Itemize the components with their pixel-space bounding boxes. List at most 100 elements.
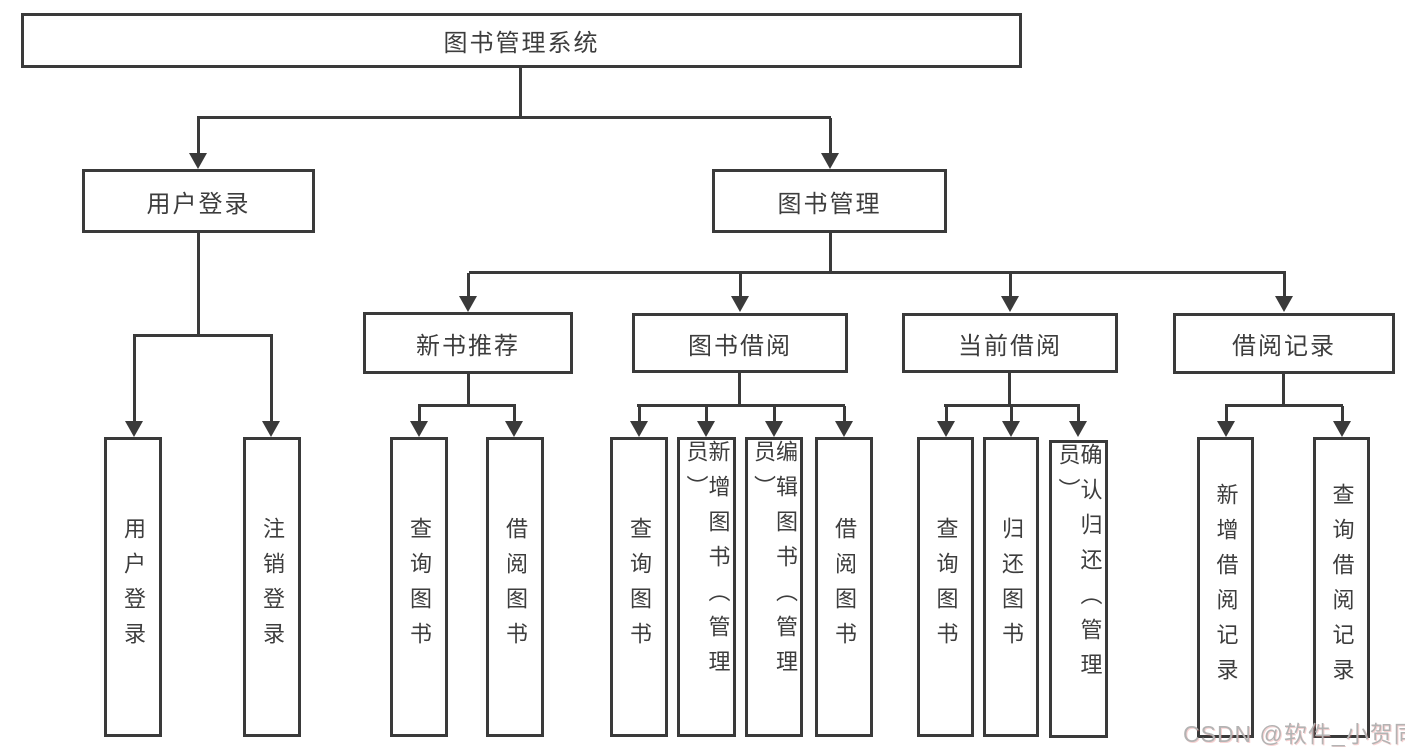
arrow-down: [835, 406, 853, 437]
arrow-head-icon: [1275, 296, 1293, 312]
arrow-shaft: [196, 118, 200, 153]
arrow-shaft: [1008, 273, 1012, 296]
leaf-query-books-recommend: 查询图书: [390, 437, 448, 737]
arrow-shaft: [1282, 273, 1286, 296]
arrow-shaft: [1009, 406, 1013, 421]
connector-book-borrow-stub: [738, 373, 741, 407]
watermark: CSDN @软件_小贺同学: [1183, 721, 1405, 747]
arrow-shaft: [842, 406, 846, 421]
leaf-label: 借阅图书: [503, 517, 528, 657]
arrow-shaft: [417, 406, 421, 421]
leaf-label: 新增借阅记录: [1213, 482, 1239, 693]
leaf-confirm-return-admin: 确认归还（管理员）: [1049, 440, 1108, 738]
node-library-system: 图书管理系统: [21, 13, 1022, 68]
arrow-head-icon: [1333, 421, 1351, 437]
arrow-shaft: [944, 406, 948, 421]
node-user-login: 用户登录: [82, 169, 315, 233]
arrow-shaft: [828, 118, 832, 153]
arrow-head-icon: [410, 421, 428, 437]
arrow-head-icon: [1002, 421, 1020, 437]
arrow-down: [189, 118, 207, 169]
connector-borrow-records-bus: [1225, 404, 1343, 407]
arrow-shaft: [1076, 406, 1080, 421]
connector-new-book-bus: [418, 404, 516, 407]
arrow-down: [697, 406, 715, 437]
leaf-label: 新增图书（管理员）: [683, 440, 731, 685]
node-book-management-label: 图书管理: [777, 190, 882, 218]
connector-user-login-bus: [133, 334, 273, 337]
arrow-down: [765, 406, 783, 437]
arrow-shaft: [132, 336, 136, 421]
arrow-down: [459, 273, 477, 312]
leaf-label: 编辑图书（管理员）: [751, 440, 798, 685]
node-library-system-label: 图书管理系统: [443, 30, 600, 57]
node-book-borrow-label: 图书借阅: [688, 332, 792, 360]
connector-book-management-stub: [829, 233, 832, 274]
arrow-head-icon: [189, 153, 207, 169]
connector-level2-bus: [197, 116, 831, 119]
node-book-borrow: 图书借阅: [632, 313, 848, 373]
node-borrow-records: 借阅记录: [1173, 313, 1395, 374]
leaf-label: 查询图书: [933, 517, 959, 657]
arrow-head-icon: [1217, 421, 1235, 437]
node-new-book-recommend: 新书推荐: [363, 312, 573, 374]
leaf-user-login: 用户登录: [104, 437, 162, 737]
arrow-shaft: [738, 273, 742, 296]
leaf-query-books-borrow: 查询图书: [610, 437, 668, 737]
arrow-down: [821, 118, 839, 169]
node-current-borrow: 当前借阅: [902, 313, 1118, 373]
connector-book-borrow-bus: [637, 404, 845, 407]
arrow-head-icon: [630, 421, 648, 437]
arrow-shaft: [269, 336, 273, 421]
connector-root-stub: [519, 68, 522, 118]
leaf-add-books-admin: 新增图书（管理员）: [677, 437, 736, 737]
arrow-shaft: [1340, 406, 1344, 421]
arrow-head-icon: [505, 421, 523, 437]
arrow-down: [1069, 406, 1087, 437]
arrow-head-icon: [262, 421, 280, 437]
arrow-down: [1275, 273, 1293, 312]
arrow-shaft: [772, 406, 776, 421]
leaf-label: 注销登录: [260, 517, 285, 657]
arrow-head-icon: [1001, 296, 1019, 312]
connector-current-borrow-bus: [944, 404, 1080, 407]
arrow-down: [1333, 406, 1351, 437]
leaf-return-books: 归还图书: [983, 437, 1039, 737]
arrow-head-icon: [697, 421, 715, 437]
leaf-label: 归还图书: [999, 517, 1024, 657]
arrow-shaft: [512, 406, 516, 421]
arrow-shaft: [637, 406, 641, 421]
leaf-logout: 注销登录: [243, 437, 301, 737]
arrow-down: [1002, 406, 1020, 437]
arrow-down: [937, 406, 955, 437]
arrow-down: [731, 273, 749, 312]
arrow-head-icon: [937, 421, 955, 437]
arrow-shaft: [1224, 406, 1228, 421]
arrow-shaft: [704, 406, 708, 421]
connector-borrow-records-stub: [1282, 374, 1285, 407]
connector-current-borrow-stub: [1008, 373, 1011, 407]
leaf-borrow-books: 借阅图书: [815, 437, 873, 737]
leaf-label: 确认归还（管理员）: [1055, 443, 1103, 688]
node-borrow-records-label: 借阅记录: [1232, 333, 1336, 360]
arrow-shaft: [466, 273, 470, 296]
leaf-label: 查询图书: [407, 517, 432, 657]
arrow-down: [1001, 273, 1019, 312]
leaf-label: 借阅图书: [832, 517, 857, 657]
arrow-head-icon: [125, 421, 143, 437]
arrow-head-icon: [731, 296, 749, 312]
arrow-head-icon: [1069, 421, 1087, 437]
arrow-down: [505, 406, 523, 437]
leaf-add-borrow-record: 新增借阅记录: [1197, 437, 1254, 738]
leaf-query-borrow-record: 查询借阅记录: [1313, 437, 1370, 738]
arrow-head-icon: [835, 421, 853, 437]
leaf-label: 用户登录: [121, 517, 146, 657]
arrow-down: [262, 336, 280, 437]
arrow-down: [1217, 406, 1235, 437]
connector-level3-bus: [469, 271, 1286, 274]
node-current-borrow-label: 当前借阅: [958, 332, 1062, 360]
leaf-query-books-current: 查询图书: [917, 437, 974, 737]
node-book-management: 图书管理: [712, 169, 947, 233]
node-new-book-recommend-label: 新书推荐: [416, 332, 520, 360]
